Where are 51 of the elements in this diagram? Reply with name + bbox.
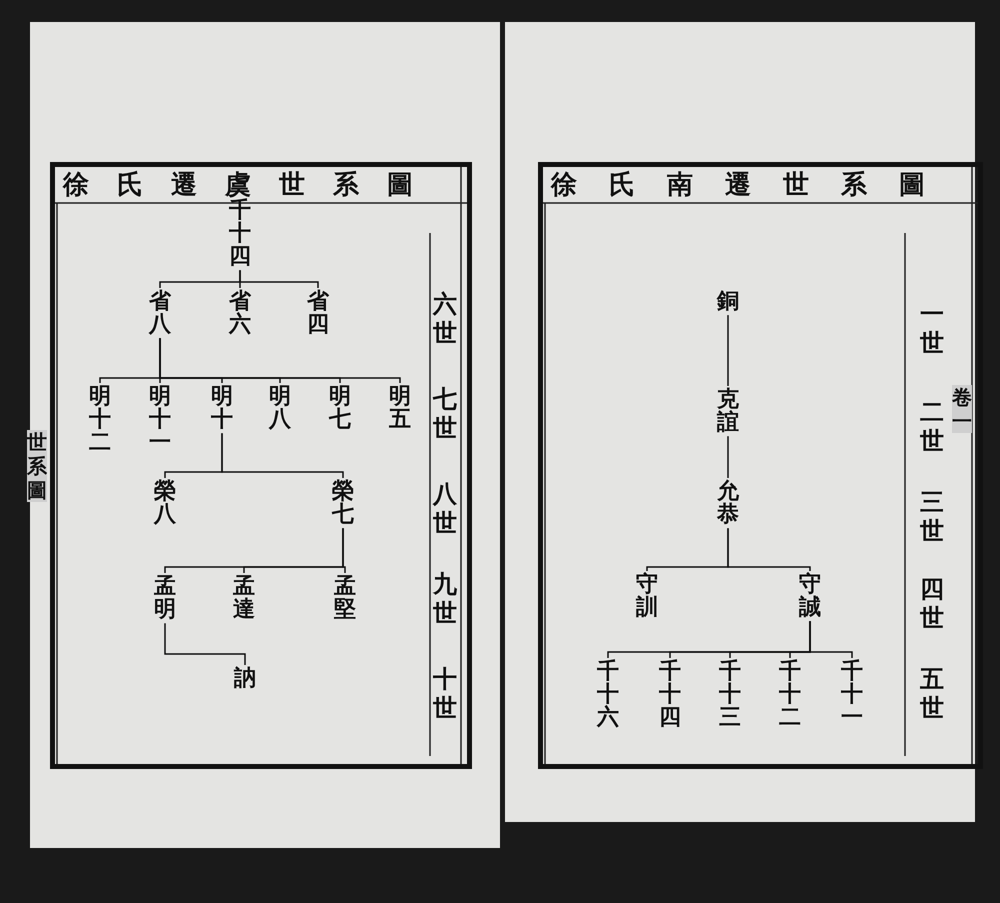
- lineage-line: [221, 433, 344, 478]
- lineage-line: [727, 436, 729, 478]
- person-name: 省六: [229, 290, 251, 336]
- lineage-line: [809, 621, 853, 658]
- person-name: 千十三: [719, 660, 741, 730]
- person-name: 千十六: [597, 660, 619, 730]
- generation-label: 八世: [433, 480, 457, 538]
- person-name: 省八: [149, 290, 171, 336]
- lineage-line: [727, 528, 811, 571]
- person-name: 銅: [717, 290, 739, 314]
- person-name: 訥: [234, 667, 256, 690]
- person-name: 明十二: [89, 385, 111, 454]
- person-name: 省四: [307, 290, 329, 336]
- person-name: 明七: [329, 385, 351, 432]
- chart-title: 徐氏南遷世系圖: [551, 172, 957, 198]
- generation-label: 二世: [920, 398, 944, 456]
- person-name: 千十四: [659, 660, 681, 730]
- chart-title: 徐氏遷虞世系圖: [63, 172, 441, 198]
- person-name: 克誼: [717, 388, 739, 434]
- person-name: 千十四: [229, 199, 251, 268]
- person-name: 明十: [211, 385, 233, 432]
- generation-label: 四世: [920, 575, 944, 633]
- generation-label: 五世: [920, 665, 944, 723]
- person-name: 千十一: [841, 660, 863, 730]
- person-name: 守訓: [636, 573, 658, 620]
- person-name: 明八: [269, 385, 291, 432]
- generation-label: 一世: [920, 300, 944, 358]
- generation-label: 十世: [433, 665, 457, 723]
- chart-frame: [50, 162, 472, 769]
- person-name: 允恭: [717, 480, 739, 526]
- spine-label: 世系圖: [27, 430, 47, 502]
- lineage-line: [727, 315, 729, 386]
- person-name: 孟達: [233, 575, 255, 622]
- person-name: 榮八: [154, 480, 176, 526]
- generation-label: 六世: [433, 290, 457, 348]
- lineage-line: [239, 270, 319, 288]
- person-name: 明五: [389, 385, 411, 432]
- generation-label: 七世: [433, 385, 457, 443]
- generation-label: 三世: [920, 488, 944, 546]
- person-name: 千十二: [779, 660, 801, 730]
- person-name: 孟堅: [334, 575, 356, 622]
- person-name: 孟明: [154, 575, 176, 622]
- generation-label: 九世: [433, 570, 457, 628]
- spine-label: 卷一: [952, 385, 972, 433]
- lineage-line: [342, 528, 346, 573]
- lineage-line: [159, 338, 401, 383]
- person-name: 明十一: [149, 385, 171, 454]
- chart-frame: [538, 162, 983, 769]
- person-name: 守誠: [799, 573, 821, 620]
- person-name: 榮七: [332, 480, 354, 526]
- lineage-line: [164, 623, 246, 665]
